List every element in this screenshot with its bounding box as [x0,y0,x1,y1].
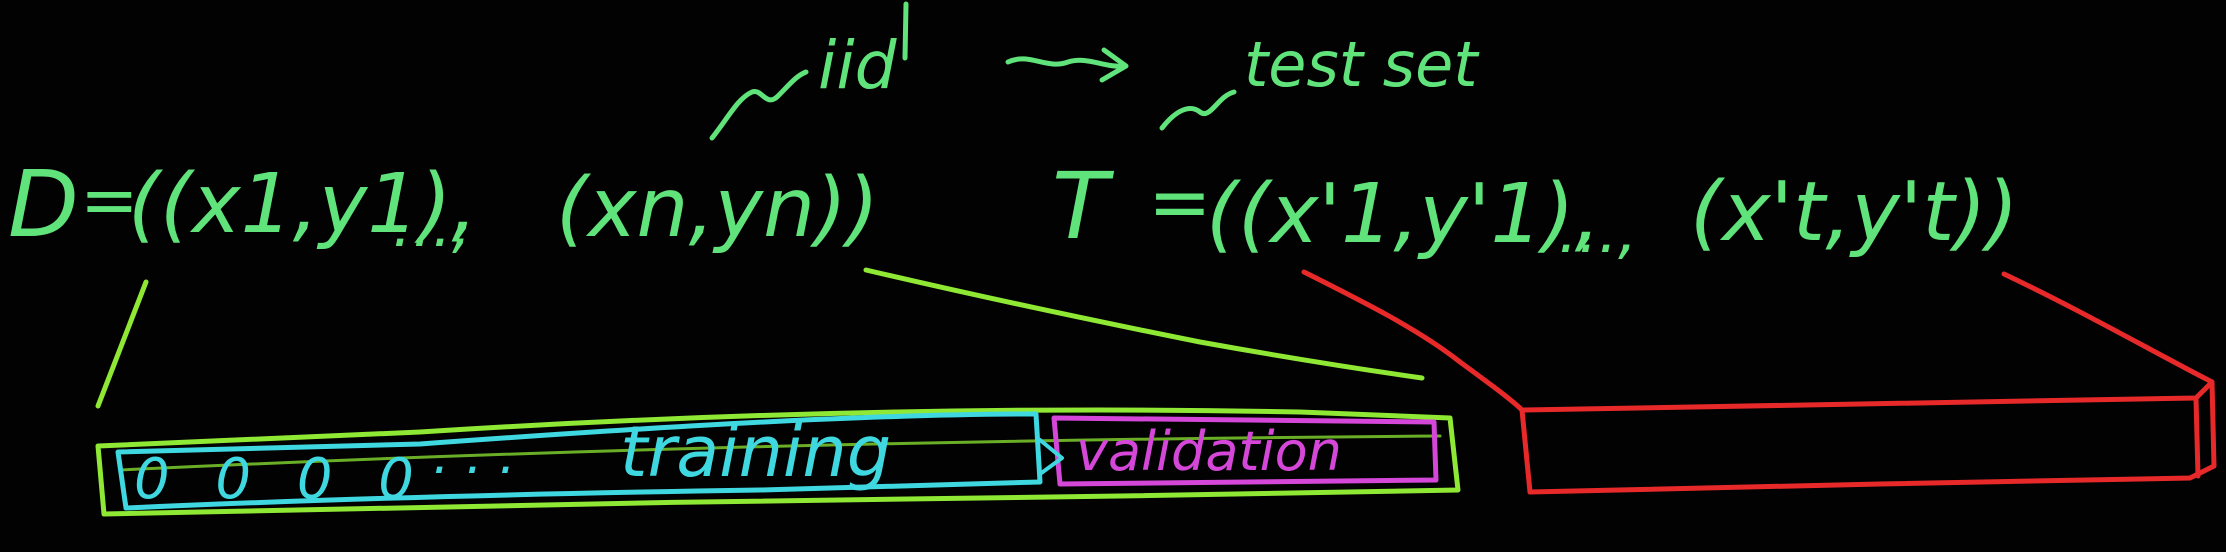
test-set-squiggle [1159,89,1237,131]
testset-first-pair: ((x'1,y'1), [1206,167,1601,262]
training-box [115,411,1043,511]
dataset-equals: = [80,159,139,241]
dataset-ellipsis: …, [392,191,471,261]
testset-left-projection [1301,269,1525,413]
testset-last-pair: (x't,y't)) [1690,165,2018,260]
testset-box-edge [2193,395,2201,479]
dataset-bar-inner-line [118,434,1442,472]
training-points: 0 0 0 0 [134,447,428,512]
dataset-left-projection [95,279,149,409]
test-set-annotation: test set [1244,28,1480,101]
validation-label: validation [1076,420,1342,483]
iid-annotation: iid [818,27,898,104]
dataset-symbol: D [8,151,79,258]
testset-equals: = [1148,157,1212,246]
dataset-first-pair: ((x1,y1), [128,157,478,252]
training-label: training [620,411,891,493]
testset-symbol: T [1052,153,1115,260]
testset-right-projection [2001,271,2215,385]
arrow-head [1099,47,1129,83]
arrow-shaft [1005,56,1127,69]
dataset-right-projection [863,267,1425,381]
iid-squiggle [709,69,809,141]
validation-connector [1038,438,1064,476]
testset-box [1519,379,2217,495]
training-dots: · · · [430,441,513,501]
dataset-last-pair: (xn,yn)) [556,161,879,256]
dataset-bar [95,407,1461,517]
testset-ellipsis: …, [1558,197,1637,267]
iid-stem [902,1,909,61]
